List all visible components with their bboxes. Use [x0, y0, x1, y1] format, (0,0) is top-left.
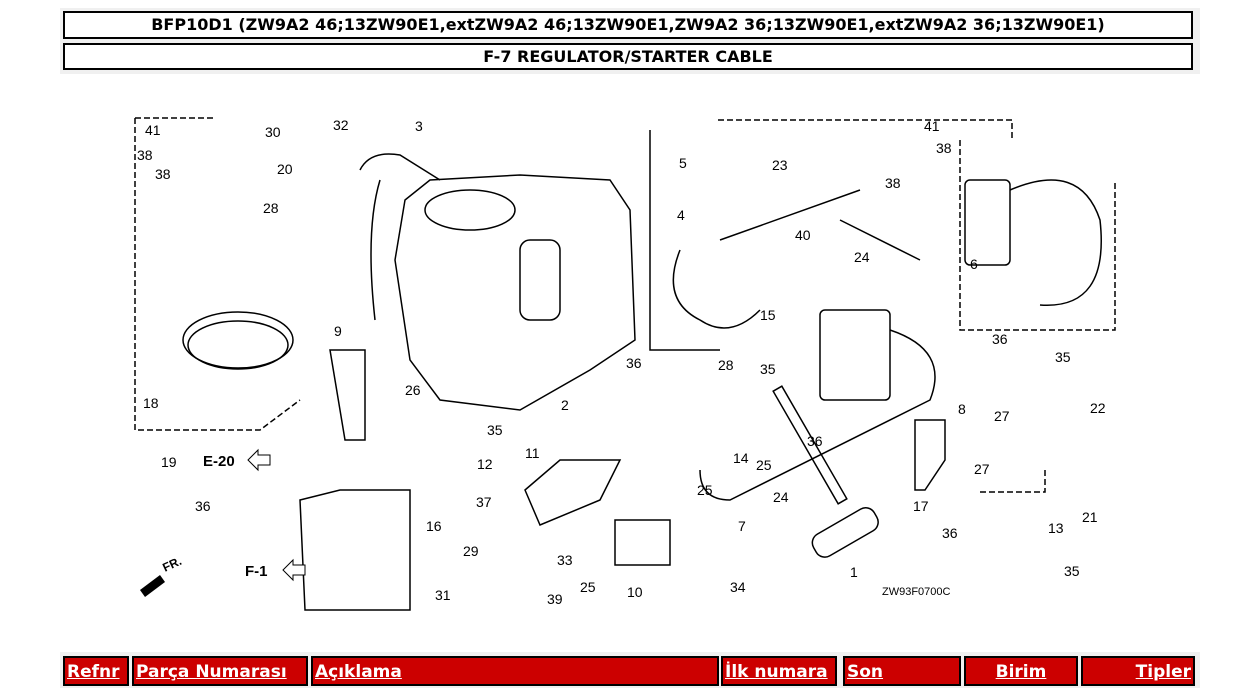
- callout-18: 18: [143, 395, 159, 411]
- callout-17: 17: [913, 498, 929, 514]
- callout-35: 35: [487, 422, 503, 438]
- callout-34: 34: [730, 579, 746, 595]
- callout-41: 41: [145, 122, 161, 138]
- callout-31: 31: [435, 587, 451, 603]
- callout-3: 3: [415, 118, 423, 134]
- callout-4: 4: [677, 207, 685, 223]
- callout-1: 1: [850, 564, 858, 580]
- callout-24: 24: [773, 489, 789, 505]
- callout-25: 25: [756, 457, 772, 473]
- ref-label-f1: F-1: [245, 563, 268, 580]
- callout-30: 30: [265, 124, 281, 140]
- callout-19: 19: [161, 454, 177, 470]
- callout-25: 25: [697, 482, 713, 498]
- column-part-number[interactable]: Parça Numarası: [132, 656, 308, 686]
- callout-11: 11: [525, 445, 540, 461]
- callout-38: 38: [936, 140, 952, 156]
- callout-29: 29: [463, 543, 479, 559]
- ref-label-e20: E-20: [203, 453, 235, 470]
- drawing-code: ZW93F0700C: [882, 586, 951, 598]
- callout-26: 26: [405, 382, 421, 398]
- callout-40: 40: [795, 227, 811, 243]
- arrow-left-icon: [247, 448, 271, 472]
- callout-35: 35: [1055, 349, 1071, 365]
- callout-36: 36: [807, 433, 823, 449]
- callout-36: 36: [626, 355, 642, 371]
- front-arrow-icon: [140, 575, 165, 597]
- callout-6: 6: [970, 256, 978, 272]
- callout-14: 14: [733, 450, 749, 466]
- column-types[interactable]: Tipler: [1081, 656, 1195, 686]
- callout-28: 28: [263, 200, 279, 216]
- callout-21: 21: [1082, 509, 1098, 525]
- callout-41: 41: [924, 118, 940, 134]
- diagram-lines: [134, 117, 1116, 611]
- callout-27: 27: [994, 408, 1010, 424]
- callout-36: 36: [195, 498, 211, 514]
- callout-27: 27: [974, 461, 990, 477]
- callout-38: 38: [137, 147, 153, 163]
- column-refnr[interactable]: Refnr: [63, 656, 129, 686]
- callout-23: 23: [772, 157, 788, 173]
- column-last[interactable]: Son: [843, 656, 961, 686]
- column-first-number[interactable]: İlk numara: [721, 656, 837, 686]
- callout-12: 12: [477, 456, 493, 472]
- callout-36: 36: [942, 525, 958, 541]
- arrow-left-icon: [282, 558, 306, 582]
- callout-9: 9: [334, 323, 342, 339]
- callout-7: 7: [738, 518, 746, 534]
- column-description[interactable]: Açıklama: [311, 656, 719, 686]
- callout-38: 38: [155, 166, 171, 182]
- callout-22: 22: [1090, 400, 1106, 416]
- callout-20: 20: [277, 161, 293, 177]
- callout-32: 32: [333, 117, 349, 133]
- callout-25: 25: [580, 579, 596, 595]
- callout-24: 24: [854, 249, 870, 265]
- callout-16: 16: [426, 518, 442, 534]
- callout-8: 8: [958, 401, 966, 417]
- callout-28: 28: [718, 357, 734, 373]
- callout-36: 36: [992, 331, 1008, 347]
- callout-39: 39: [547, 591, 563, 607]
- callout-33: 33: [557, 552, 573, 568]
- callout-10: 10: [627, 584, 643, 600]
- callout-37: 37: [476, 494, 492, 510]
- callout-2: 2: [561, 397, 569, 413]
- model-title: BFP10D1 (ZW9A2 46;13ZW90E1,extZW9A2 46;1…: [63, 11, 1193, 39]
- section-title: F-7 REGULATOR/STARTER CABLE: [63, 43, 1193, 70]
- column-unit[interactable]: Birim: [964, 656, 1078, 686]
- callout-15: 15: [760, 307, 776, 323]
- callout-13: 13: [1048, 520, 1064, 536]
- callout-38: 38: [885, 175, 901, 191]
- callout-5: 5: [679, 155, 687, 171]
- callout-35: 35: [1064, 563, 1080, 579]
- callout-35: 35: [760, 361, 776, 377]
- direction-mark: FR.: [160, 554, 183, 575]
